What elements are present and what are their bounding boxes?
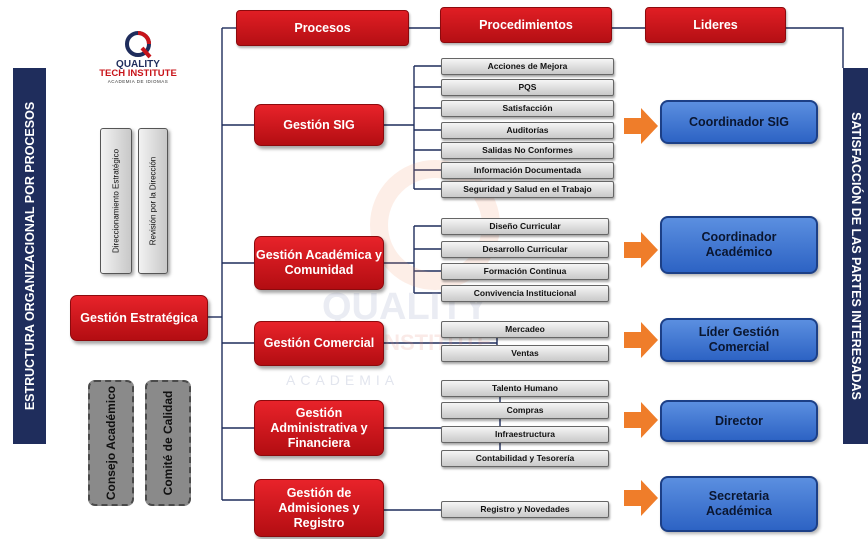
gestion-estrategica-label: Gestión Estratégica [80, 310, 198, 325]
leader-box: Líder Gestión Comercial [660, 318, 818, 362]
procedure-item: Seguridad y Salud en el Trabajo [441, 181, 614, 198]
header-procedimientos: Procedimientos [440, 7, 612, 43]
left-vertical-bar: ESTRUCTURA ORGANIZACIONAL POR PROCESOS [13, 68, 46, 444]
watermark-text-academia: ACADEMIA [286, 372, 400, 388]
logo-mark-icon [125, 31, 152, 59]
leader-name: Coordinador SIG [689, 114, 789, 129]
procedure-label: Convivencia Institucional [473, 288, 577, 299]
leader-name: Coordinador Académico [701, 230, 777, 259]
procedure-label: PQS [518, 82, 537, 93]
procedure-label: Información Documentada [473, 165, 582, 176]
leader-name: Líder Gestión Comercial [698, 325, 780, 354]
procedure-item: Mercadeo [441, 321, 609, 338]
procedure-label: Infraestructura [495, 429, 555, 440]
process-box: Gestión Académica y Comunidad [254, 236, 384, 290]
logo-line1: QUALITY [116, 59, 160, 70]
procedure-label: Ventas [511, 348, 539, 359]
leader-box: Secretaria Académica [660, 476, 818, 532]
arrow-right-icon [624, 108, 658, 144]
procedure-label: Talento Humano [492, 383, 558, 394]
process-name: Gestión Comercial [263, 336, 375, 350]
process-box: Gestión SIG [254, 104, 384, 146]
leader-box: Director [660, 400, 818, 442]
process-name: Gestión Académica y Comunidad [256, 248, 382, 277]
revision-label: Revisión por la Dirección [148, 156, 158, 246]
procedure-item: PQS [441, 79, 614, 96]
comite-label: Comité de Calidad [161, 390, 175, 496]
procedure-label: Satisfacción [502, 103, 553, 114]
header-procesos: Procesos [236, 10, 409, 46]
gestion-estrategica-box: Gestión Estratégica [70, 295, 208, 341]
leader-box: Coordinador SIG [660, 100, 818, 144]
procedure-label: Seguridad y Salud en el Trabajo [463, 184, 592, 195]
arrow-right-icon [624, 402, 658, 438]
arrow-right-icon [624, 480, 658, 516]
arrow-right-icon [624, 322, 658, 358]
header-lideres-label: Lideres [693, 17, 738, 32]
procedure-item: Información Documentada [441, 162, 614, 179]
header-procesos-label: Procesos [294, 20, 351, 35]
procedure-item: Salidas No Conformes [441, 142, 614, 159]
direccionamiento-estrategico-box: Direccionamiento Estratégico [100, 128, 132, 274]
procedure-item: Infraestructura [441, 426, 609, 443]
procedure-label: Formación Continua [483, 266, 567, 277]
procedure-item: Auditorías [441, 122, 614, 139]
procedure-item: Formación Continua [441, 263, 609, 280]
consejo-academico-box: Consejo Académico [88, 380, 134, 506]
procedure-item: Satisfacción [441, 100, 614, 117]
header-lideres: Lideres [645, 7, 786, 43]
arrow-right-icon [624, 232, 658, 268]
process-name: Gestión SIG [283, 117, 355, 132]
logo-line3: ACADEMIA DE IDIOMAS [107, 79, 169, 84]
consejo-label: Consejo Académico [104, 385, 118, 501]
procedure-item: Diseño Curricular [441, 218, 609, 235]
process-box: Gestión Administrativa y Financiera [254, 400, 384, 456]
left-bar-text: ESTRUCTURA ORGANIZACIONAL POR PROCESOS [22, 101, 37, 411]
procedure-label: Mercadeo [505, 324, 545, 335]
procedure-label: Acciones de Mejora [487, 61, 568, 72]
procedure-item: Registro y Novedades [441, 501, 609, 518]
procedure-item: Compras [441, 402, 609, 419]
procedure-label: Desarrollo Curricular [482, 244, 568, 255]
procedure-item: Acciones de Mejora [441, 58, 614, 75]
logo: QUALITY TECH INSTITUTE ACADEMIA DE IDIOM… [88, 30, 188, 90]
revision-direccion-box: Revisión por la Dirección [138, 128, 168, 274]
process-box: Gestión Comercial [254, 321, 384, 366]
header-procedimientos-label: Procedimientos [479, 17, 573, 32]
leader-box: Coordinador Académico [660, 216, 818, 274]
procedure-label: Diseño Curricular [489, 221, 561, 232]
process-name: Gestión Administrativa y Financiera [270, 405, 368, 450]
procedure-label: Contabilidad y Tesorería [475, 453, 575, 464]
logo-line2: TECH INSTITUTE [99, 68, 177, 79]
right-bar-text: SATISFACCIÓN DE LAS PARTES INTERESADAS [848, 112, 863, 400]
procedure-label: Auditorías [506, 125, 549, 136]
procedure-item: Contabilidad y Tesorería [441, 450, 609, 467]
leader-name: Secretaria Académica [705, 489, 772, 518]
procedure-item: Ventas [441, 345, 609, 362]
direccionamiento-label: Direccionamiento Estratégico [111, 148, 121, 254]
procedure-label: Registro y Novedades [480, 504, 570, 515]
procedure-label: Compras [506, 405, 544, 416]
process-box: Gestión de Admisiones y Registro [254, 479, 384, 537]
procedure-item: Convivencia Institucional [441, 285, 609, 302]
procedure-item: Talento Humano [441, 380, 609, 397]
comite-calidad-box: Comité de Calidad [145, 380, 191, 506]
procedure-label: Salidas No Conformes [482, 145, 573, 156]
process-name: Gestión de Admisiones y Registro [278, 485, 360, 530]
right-vertical-bar: SATISFACCIÓN DE LAS PARTES INTERESADAS [843, 68, 868, 444]
leader-name: Director [715, 413, 763, 428]
procedure-item: Desarrollo Curricular [441, 241, 609, 258]
